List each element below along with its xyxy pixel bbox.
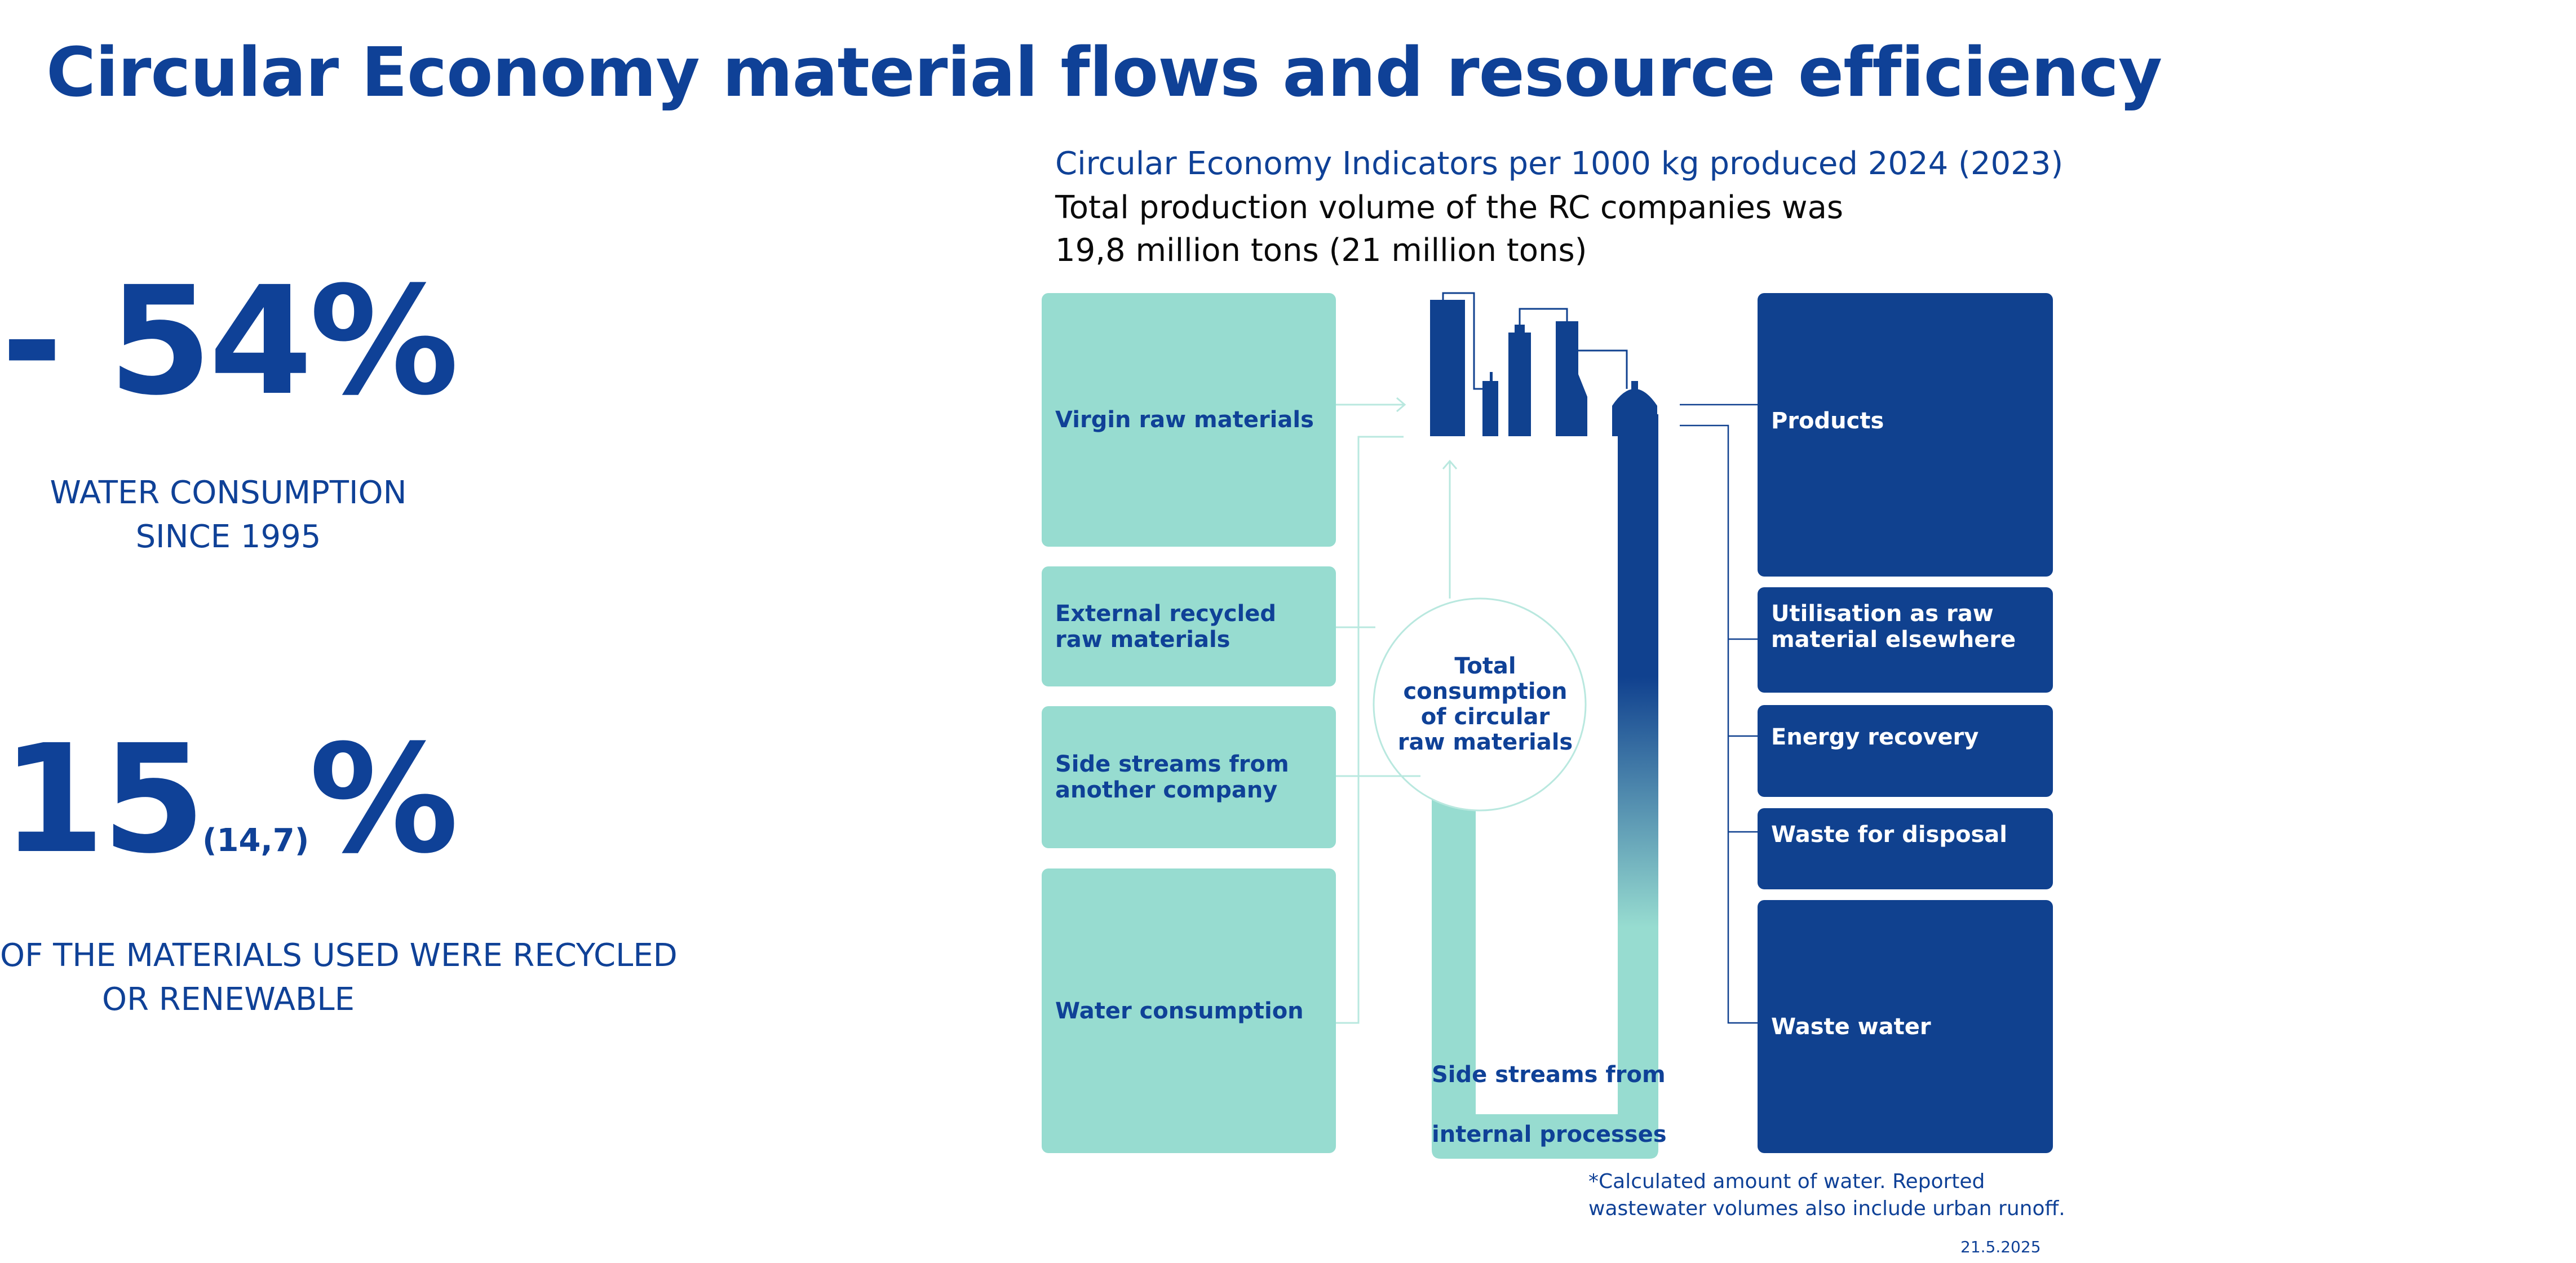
recycled-kpi-main: 15 (1, 713, 206, 887)
output-connectors (1680, 404, 1758, 1024)
center-label: Total consumption of circular raw materi… (1397, 653, 1573, 755)
footnote-line1: *Calculated amount of water. Reported (1588, 1170, 1985, 1193)
input-side-streams-company: Side streams from another company (1042, 706, 1336, 848)
input-water-consumption: Water consumption (1042, 868, 1336, 1153)
recycled-kpi-previous: (14,7) (202, 822, 309, 859)
page-title: Circular Economy material flows and reso… (46, 34, 2162, 112)
production-line2: 19,8 million tons (21 million tons) (1055, 232, 1587, 269)
internal-streams-line1: Side streams from (1432, 1062, 1666, 1088)
input-connectors (1336, 397, 1458, 1024)
output-label: Waste for disposal (1771, 822, 2007, 848)
water-kpi-label-line1: WATER CONSUMPTION (50, 475, 407, 511)
recycled-kpi-label-line2: OR RENEWABLE (102, 981, 355, 1018)
output-waste-water: Waste water (1758, 900, 2053, 1153)
process-pipe (1618, 414, 1658, 1040)
indicators-heading: Circular Economy Indicators per 1000 kg … (1055, 145, 2064, 182)
input-label: Side streams from another company (1055, 751, 1289, 803)
input-virgin-raw-materials: Virgin raw materials (1042, 293, 1336, 547)
output-label: Waste water (1771, 1013, 1931, 1040)
water-kpi-value: - 54% (1, 255, 459, 428)
factory-icon (1430, 300, 1657, 436)
input-label: Virgin raw materials (1055, 407, 1314, 433)
internal-loop (1432, 772, 1658, 1159)
footnote-line2: wastewater volumes also include urban ru… (1588, 1197, 2065, 1220)
recycled-kpi-value: 15(14,7)% (0, 713, 459, 887)
factory-pipes (1442, 292, 1628, 390)
recycled-kpi-percent: % (309, 713, 459, 887)
output-label: Products (1771, 408, 1884, 434)
input-label: Water consumption (1055, 998, 1304, 1024)
water-kpi-label-line2: SINCE 1995 (135, 519, 321, 555)
input-external-recycled: External recycled raw materials (1042, 566, 1336, 686)
output-products: Products (1758, 293, 2053, 577)
internal-band (1476, 1096, 1618, 1114)
output-waste-disposal: Waste for disposal (1758, 808, 2053, 889)
date-label: 21.5.2025 (1960, 1238, 2041, 1256)
input-label: External recycled raw materials (1055, 600, 1277, 653)
output-label: Utilisation as raw material elsewhere (1771, 601, 2016, 653)
output-utilisation: Utilisation as raw material elsewhere (1758, 587, 2053, 693)
internal-streams-line2: internal processes (1432, 1122, 1667, 1147)
output-energy-recovery: Energy recovery (1758, 705, 2053, 797)
output-label: Energy recovery (1771, 724, 1979, 750)
production-line1: Total production volume of the RC compan… (1055, 189, 1844, 226)
center-circle (1373, 597, 1587, 812)
